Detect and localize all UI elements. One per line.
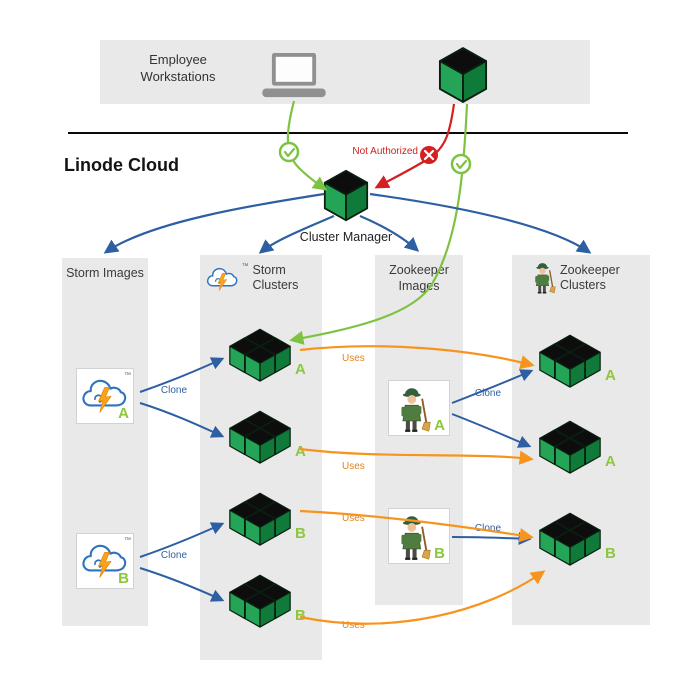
zookeeper-image-b-label: B [434, 545, 445, 562]
clone-label-storm-b: Clone [160, 550, 188, 561]
zookeeper-cluster-a1: A [538, 334, 630, 392]
cluster-manager-label: Cluster Manager [299, 230, 393, 244]
storm-image-a: ™ A [76, 368, 134, 424]
uses-label-2: Uses [342, 461, 365, 472]
storm-cluster-a2-label: A [295, 443, 306, 460]
uses-label-3: Uses [342, 513, 365, 524]
not-authorized-label: Not Authorized [352, 146, 418, 157]
cube-cluster-icon [228, 410, 292, 465]
workstations-panel [100, 40, 590, 104]
zookeeper-clusters-title: Zookeeper Clusters [560, 262, 620, 292]
clone-label-storm-a: Clone [160, 385, 188, 396]
zookeeper-clusters-header: Zookeeper Clusters [512, 261, 650, 294]
zookeeper-image-b: B [388, 508, 450, 564]
storm-cluster-b2: B [228, 574, 320, 632]
storm-cluster-a1: A [228, 328, 320, 386]
laptop-icon [262, 53, 326, 98]
cube-cluster-icon [538, 334, 602, 389]
x-circle-icon [420, 146, 438, 164]
cube-cluster-icon [228, 492, 292, 547]
trademark: ™ [124, 372, 131, 379]
storm-image-a-label: A [118, 405, 129, 422]
zookeeper-image-a: A [388, 380, 450, 436]
clone-label-zookeeper-b: Clone [474, 523, 502, 534]
check-circle-icon [278, 141, 300, 163]
cube-cluster-icon [538, 512, 602, 567]
check-circle-icon [450, 153, 472, 175]
storm-image-b-label: B [118, 570, 129, 587]
uses-label-1: Uses [342, 353, 365, 364]
zookeeper-icon [534, 262, 556, 294]
storm-clusters-title: Storm Clusters [252, 263, 299, 292]
cloud-title: Linode Cloud [64, 155, 179, 175]
storm-cluster-b1-label: B [295, 525, 306, 542]
storm-cluster-a1-label: A [295, 361, 306, 378]
storm-clusters-header: ™ Storm Clusters [200, 263, 322, 293]
cube-cluster-icon [538, 420, 602, 475]
clone-label-zookeeper-a: Clone [474, 388, 502, 399]
zookeeper-images-title: Zookeeper Images [389, 263, 449, 293]
zookeeper-cluster-b: B [538, 512, 630, 570]
cube-icon [438, 47, 488, 103]
storm-images-title: Storm Images [66, 266, 144, 280]
zookeeper-image-a-label: A [434, 417, 445, 434]
zookeeper-icon [400, 387, 431, 433]
zookeeper-cluster-b-label: B [605, 545, 616, 562]
storm-cloud-icon [206, 267, 237, 291]
arrow-laptop-to-manager [286, 100, 328, 191]
trademark: ™ [124, 537, 131, 544]
cube-cluster-icon [228, 574, 292, 629]
uses-label-4: Uses [342, 620, 365, 631]
storm-cluster-b2-label: B [295, 607, 306, 624]
zookeeper-icon [400, 515, 431, 561]
storm-image-b: ™ B [76, 533, 134, 589]
cluster-manager-cube-icon [323, 169, 369, 222]
cloud-boundary-line [68, 132, 628, 134]
storm-cluster-b1: B [228, 492, 320, 550]
zookeeper-clusters-column: Zookeeper Clusters [512, 255, 650, 625]
zookeeper-cluster-a2-label: A [605, 453, 616, 470]
zookeeper-cluster-a2: A [538, 420, 630, 478]
zookeeper-cluster-a1-label: A [605, 367, 616, 384]
workstations-label: Employee Workstations [140, 52, 216, 84]
storm-cluster-a2: A [228, 410, 320, 468]
cube-cluster-icon [228, 328, 292, 383]
trademark: ™ [241, 263, 249, 270]
